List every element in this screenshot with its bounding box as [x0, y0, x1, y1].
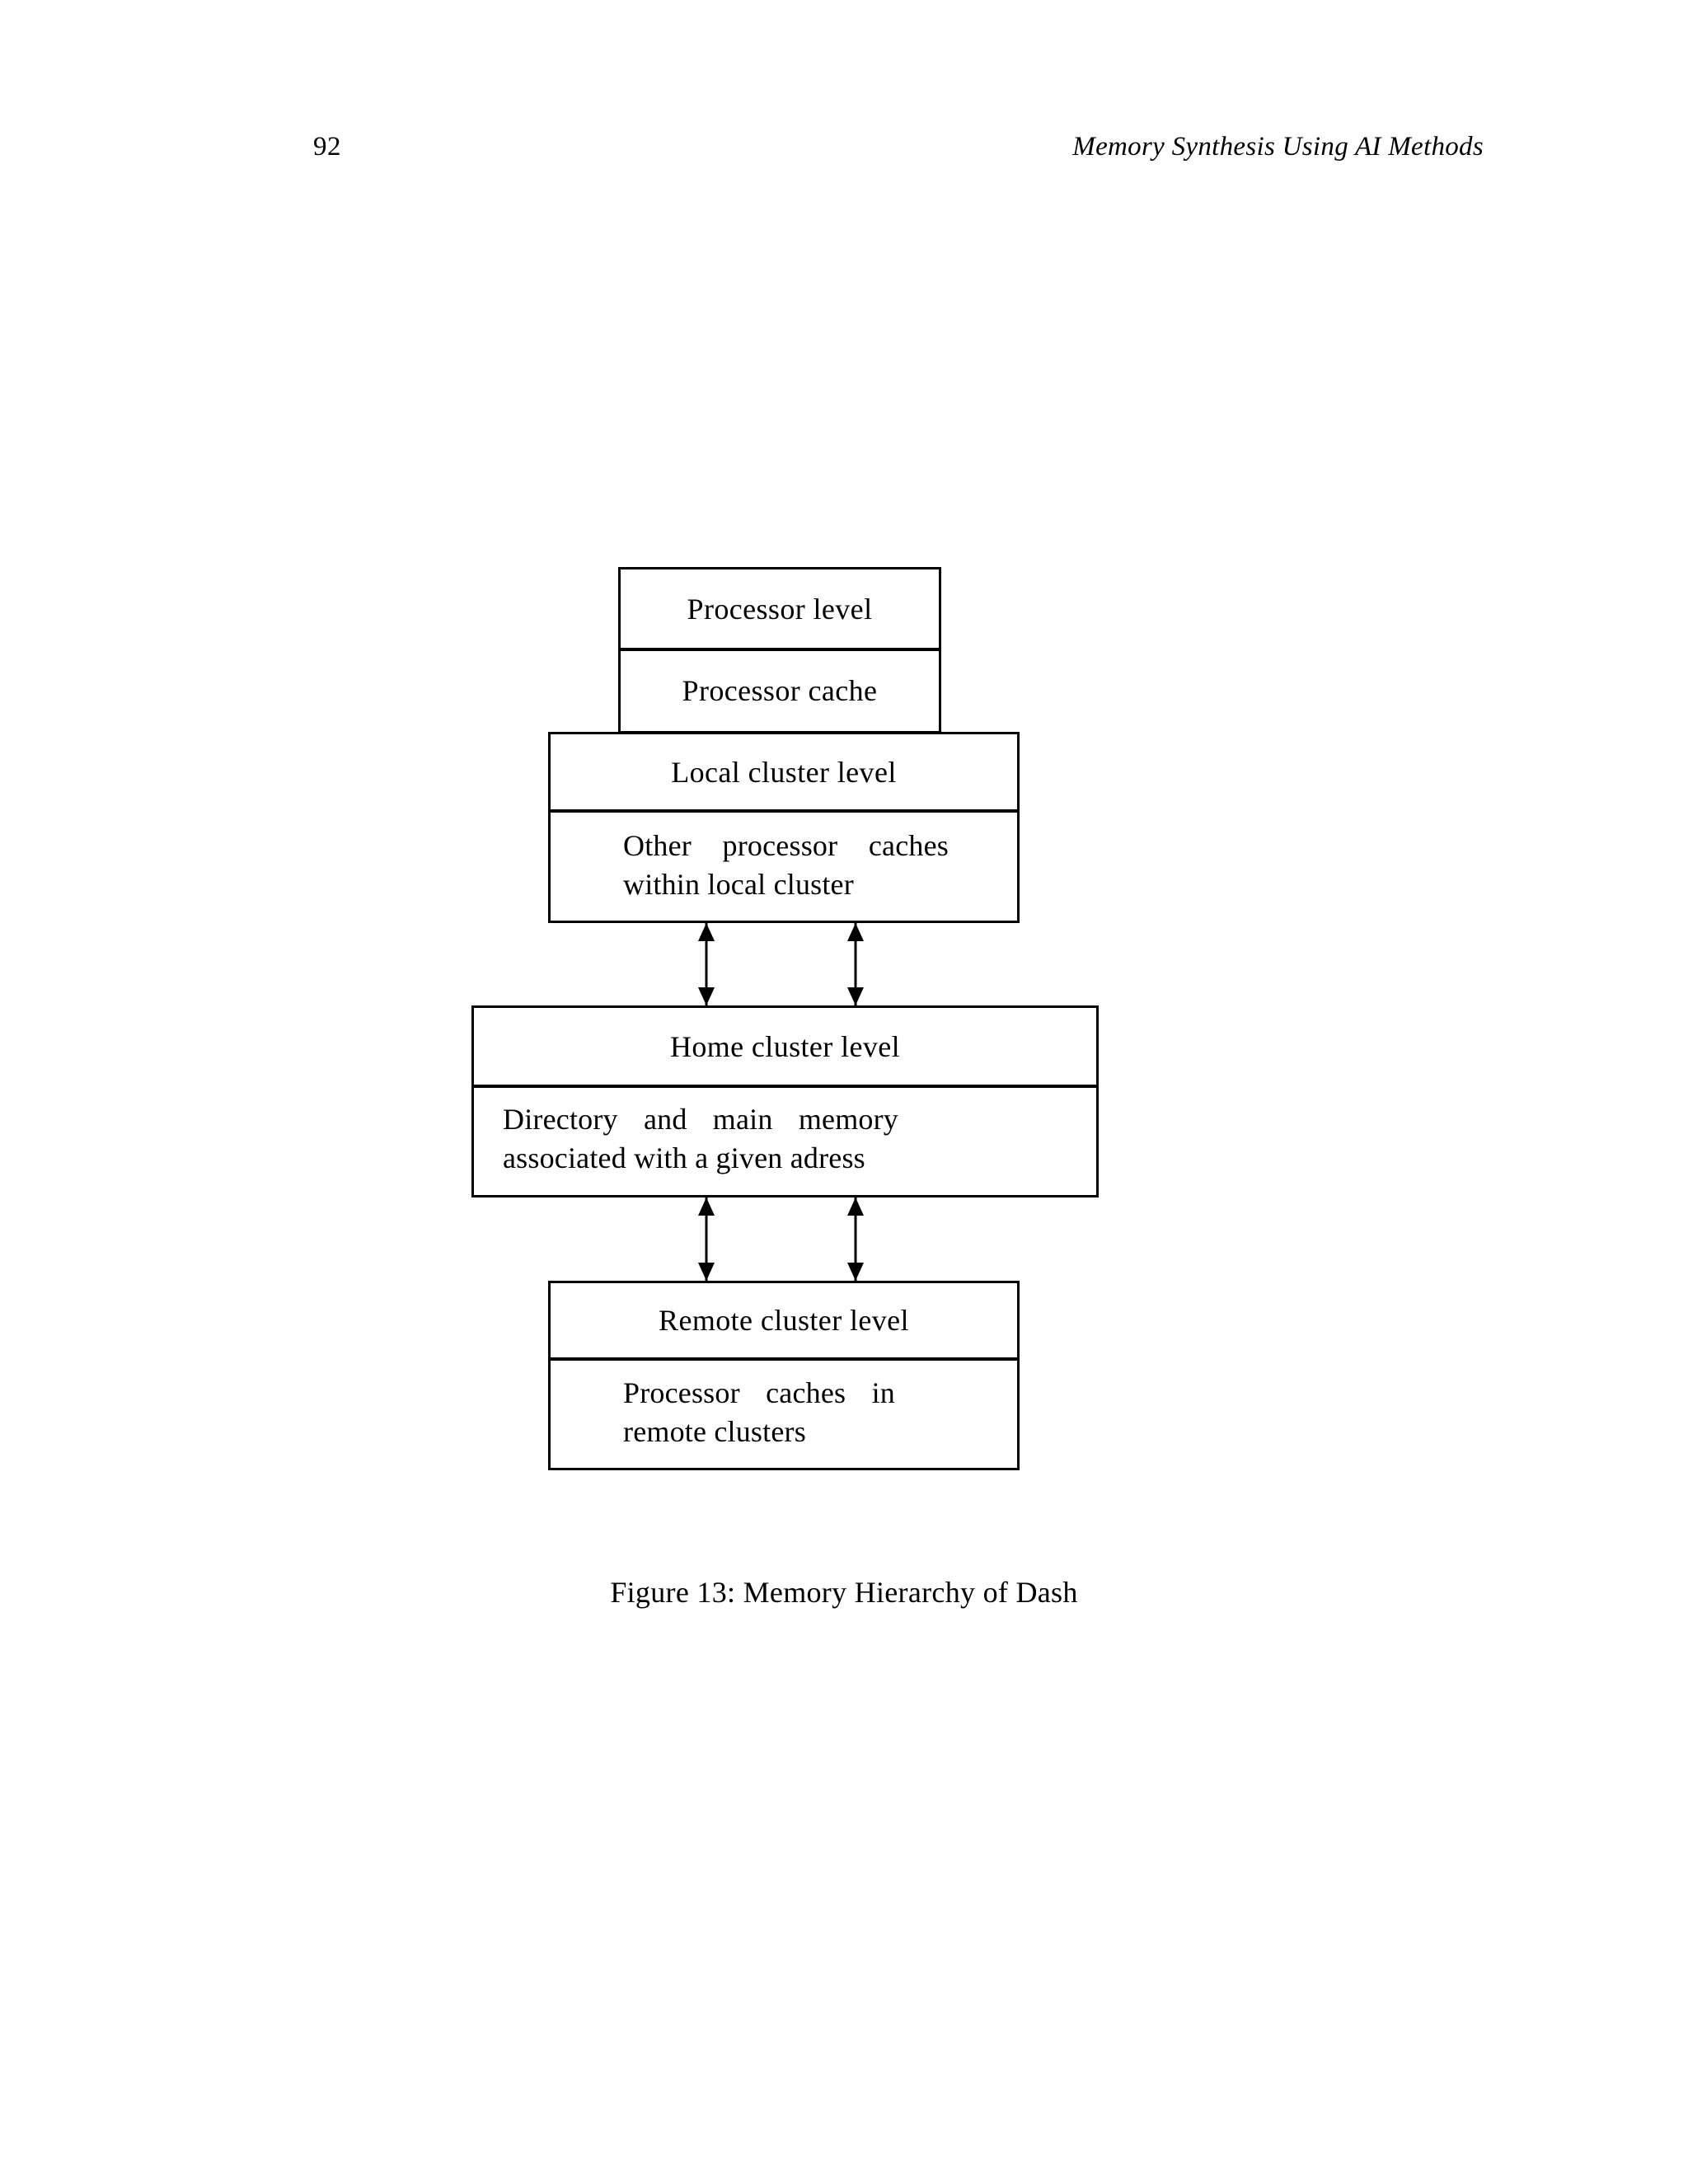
box-title-remote-cluster-level: Remote cluster level: [659, 1304, 909, 1337]
box-title-local-cluster-level: Local cluster level: [671, 755, 897, 789]
box-detail-processor-cache: Processor cache: [682, 674, 878, 707]
arrow-shaft: [705, 923, 708, 1005]
running-title: Memory Synthesis Using AI Methods: [1072, 132, 1484, 162]
arrow-shaft: [854, 1197, 857, 1281]
box-body-local-cluster-caches: Other processor caches within local clus…: [551, 813, 1017, 921]
page-number: 92: [313, 132, 341, 162]
box-body-remote-cluster-caches: Processor caches in remote clusters: [551, 1361, 1017, 1469]
box-detail-home-cluster-directory: Directory and main memory associated wit…: [503, 1103, 898, 1174]
running-head: 92 Memory Synthesis Using AI Methods: [313, 128, 1484, 166]
box-title-home-cluster-level: Home cluster level: [669, 1029, 901, 1063]
box-body-home-cluster-directory: Directory and main memory associated wit…: [474, 1088, 1096, 1197]
box-body-processor-cache: Processor cache: [621, 651, 939, 730]
diagram-box-processor-level: Processor level Processor cache: [618, 567, 941, 733]
diagram-box-remote-cluster-level: Remote cluster level Processor caches in…: [548, 1281, 1020, 1470]
figure-caption-text: Figure 13: Memory Hierarchy of Dash: [610, 1576, 1078, 1609]
arrow-home-to-remote-left: [698, 1197, 715, 1281]
arrow-home-to-remote-right: [847, 1197, 864, 1281]
arrow-local-to-home-right: [847, 923, 864, 1005]
arrowhead-down-icon: [847, 1263, 864, 1281]
arrow-shaft: [854, 923, 857, 1005]
diagram-box-home-cluster-level: Home cluster level Directory and main me…: [471, 1005, 1099, 1197]
arrow-shaft: [705, 1197, 708, 1281]
box-detail-remote-cluster-caches: Processor caches in remote clusters: [623, 1376, 895, 1448]
arrowhead-down-icon: [847, 987, 864, 1005]
box-header-local-cluster-level: Local cluster level: [551, 734, 1017, 813]
box-header-processor-level: Processor level: [621, 569, 939, 651]
box-title-processor-level: Processor level: [687, 592, 873, 626]
box-detail-local-cluster-caches: Other processor caches within local clus…: [623, 829, 949, 901]
arrowhead-down-icon: [698, 1263, 715, 1281]
box-header-home-cluster-level: Home cluster level: [474, 1008, 1096, 1088]
arrow-local-to-home-left: [698, 923, 715, 1005]
figure-caption: Figure 13: Memory Hierarchy of Dash: [0, 1572, 1688, 1612]
diagram-box-local-cluster-level: Local cluster level Other processor cach…: [548, 732, 1020, 923]
box-header-remote-cluster-level: Remote cluster level: [551, 1283, 1017, 1361]
arrowhead-down-icon: [698, 987, 715, 1005]
